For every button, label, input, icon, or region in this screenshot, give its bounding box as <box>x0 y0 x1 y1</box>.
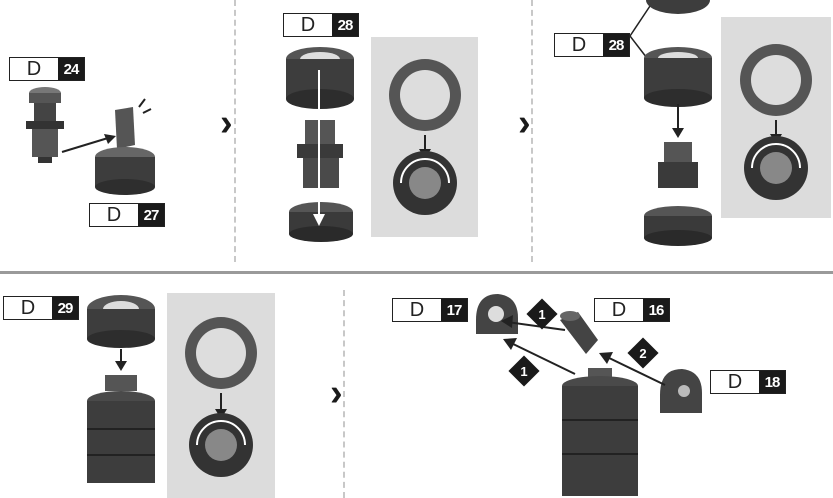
row-separator <box>0 271 833 274</box>
part-label-d27: D 27 <box>89 203 165 227</box>
double-ring-illustration <box>629 0 712 246</box>
part-letter: D <box>20 296 36 319</box>
assembly-arrows <box>501 315 666 386</box>
part-d16-illustration <box>560 311 598 354</box>
part-label-d29: D 29 <box>3 296 79 320</box>
ring-d28-illustration <box>286 47 354 109</box>
step-number: 1 <box>520 363 528 379</box>
divider-2 <box>531 0 533 262</box>
part-number: 17 <box>441 299 467 321</box>
cap-d29-illustration <box>87 295 155 483</box>
part-number: 24 <box>58 58 84 80</box>
part-number: 29 <box>52 297 78 319</box>
next-arrow: › <box>518 102 531 144</box>
step-1-badge: 1 <box>508 355 540 387</box>
step-2-badge: 2 <box>627 337 659 369</box>
part-letter: D <box>611 298 627 321</box>
part-number: 18 <box>759 371 785 393</box>
ring-detail-illustration <box>389 59 461 215</box>
part-d24-illustration <box>26 87 64 163</box>
part-letter: D <box>300 13 316 36</box>
step-1-badge: 1 <box>526 298 558 330</box>
cap-detail-illustration <box>185 317 257 477</box>
divider-3 <box>343 290 345 498</box>
part-label-d24: D 24 <box>9 57 85 81</box>
part-letter: D <box>571 33 587 56</box>
part-label-d18: D 18 <box>710 370 786 394</box>
part-label-d28-pair: D 28 <box>554 33 630 57</box>
part-letter: D <box>727 370 743 393</box>
part-number: 28 <box>603 34 629 56</box>
part-d18-illustration <box>660 369 702 413</box>
part-d27-illustration <box>95 98 155 195</box>
insert-arrow <box>61 134 116 153</box>
column-base-illustration <box>562 368 638 496</box>
part-letter: D <box>106 203 122 226</box>
next-arrow: › <box>330 372 343 414</box>
divider-1 <box>234 0 236 262</box>
ring-detail-illustration <box>740 44 812 200</box>
part-letter: D <box>26 57 42 80</box>
part-number: 27 <box>138 204 164 226</box>
step-number: 1 <box>538 306 546 322</box>
part-letter: D <box>409 298 425 321</box>
step-number: 2 <box>639 345 647 361</box>
part-label-d28: D 28 <box>283 13 359 37</box>
part-label-d17: D 17 <box>392 298 468 322</box>
column-assembly-illustration <box>289 70 353 242</box>
part-number: 16 <box>643 299 669 321</box>
part-label-d16: D 16 <box>594 298 670 322</box>
next-arrow: › <box>220 102 233 144</box>
part-number: 28 <box>332 14 358 36</box>
